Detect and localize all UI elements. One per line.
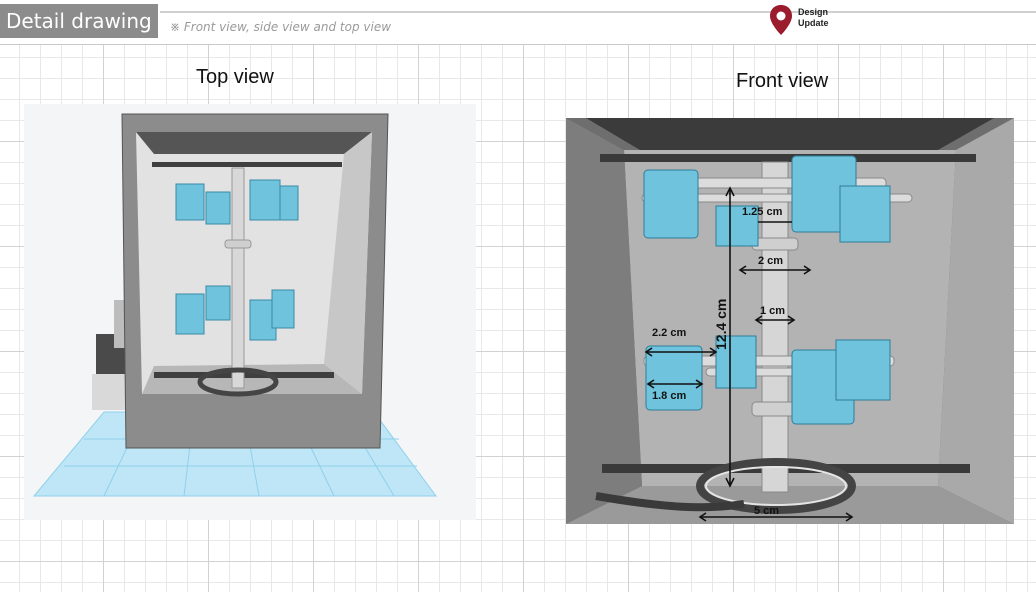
dim-label-2-2cm: 2.2 cm [652,327,686,339]
dimension-lines [644,186,854,522]
header-bar: Detail drawing ※ Front view, side view a… [0,0,1036,45]
front-shaft [751,161,799,493]
top-bar [600,154,976,162]
logo-text: Design Update [798,7,829,29]
top-view-label: Top view [196,66,274,88]
center-shaft [197,167,279,397]
dim-label-12-4cm: 12.4 cm [713,299,729,350]
dim-label-1cm: 1 cm [760,305,785,317]
header-divider [160,11,1036,13]
dim-label-2cm: 2 cm [758,255,783,267]
logo-line-2: Update [798,18,829,28]
page-title: Detail drawing [0,4,158,38]
front-view-label: Front view [736,70,829,92]
dim-label-1-8cm: 1.8 cm [652,390,686,402]
lower-cups [175,285,295,341]
upper-cups [175,179,299,225]
top-view-panel [24,104,476,520]
location-pin-icon [770,5,792,35]
design-update-logo: Design Update [768,4,848,38]
front-view-panel: 1.25 cm 2 cm 1 cm 2.2 cm 1.8 cm 12.4 cm … [566,118,1014,524]
page-subtitle: ※ Front view, side view and top view [170,20,392,34]
dim-label-1-25cm: 1.25 cm [742,206,783,218]
frame-box [121,113,389,449]
dim-label-5cm: 5 cm [754,505,779,517]
front-view-drawing: 1.25 cm 2 cm 1 cm 2.2 cm 1.8 cm 12.4 cm … [566,118,1014,524]
drive-wheel [595,458,856,514]
upper-cups-front [643,155,891,247]
lower-cups-front [645,335,891,425]
logo-line-1: Design [798,7,829,17]
top-view-drawing [24,104,476,520]
